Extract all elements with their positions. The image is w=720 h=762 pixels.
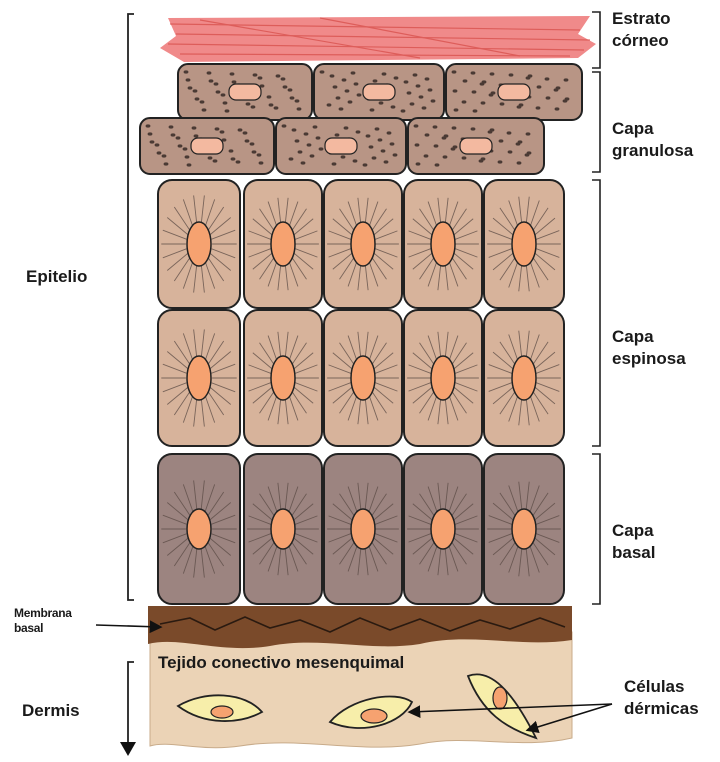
capa-basal-label-line2: basal (612, 542, 655, 564)
epitelio-bracket (128, 14, 134, 600)
granular-cell (276, 118, 406, 174)
estrato-corneo-label-line2: córneo (612, 30, 671, 52)
spinous-cell (158, 310, 240, 446)
capa-basal-label: Capa basal (612, 520, 655, 564)
spinous-cell (244, 310, 322, 446)
spinous-cell (484, 310, 564, 446)
basal-cell (158, 454, 240, 604)
capa-espinosa-label: Capa espinosa (612, 326, 686, 370)
estrato-corneo-label: Estrato córneo (612, 8, 671, 52)
membrana-basal-label-line1: Membrana (14, 606, 72, 621)
espinosa-bracket (592, 180, 600, 446)
basal-cell (484, 454, 564, 604)
basal-cell (244, 454, 322, 604)
corneo-bracket (592, 12, 600, 68)
capa-granulosa-label-line1: Capa (612, 118, 693, 140)
dermis-label: Dermis (22, 700, 80, 722)
capa-basal-label-line1: Capa (612, 520, 655, 542)
dermis-bracket (128, 662, 134, 748)
basal-cell (324, 454, 402, 604)
spinous-cell (484, 180, 564, 308)
granular-cell (178, 64, 312, 120)
stratum-granulosum (140, 64, 582, 174)
stratum-spinosum (158, 180, 564, 446)
capa-espinosa-label-line2: espinosa (612, 348, 686, 370)
epitelio-label-text: Epitelio (26, 267, 87, 286)
basal-bracket (592, 454, 600, 604)
granular-cell (140, 118, 274, 174)
granular-cell (446, 64, 582, 120)
stratum-corneum (160, 16, 596, 62)
dermis-label-text: Dermis (22, 701, 80, 720)
estrato-corneo-label-line1: Estrato (612, 8, 671, 30)
celulas-dermicas-label: Células dérmicas (624, 676, 699, 720)
granular-cell (314, 64, 444, 120)
capa-granulosa-label: Capa granulosa (612, 118, 693, 162)
granulosa-bracket (592, 72, 600, 172)
spinous-cell (324, 180, 402, 308)
stratum-basale (158, 454, 564, 604)
tejido-conectivo-label-text: Tejido conectivo mesenquimal (158, 653, 404, 672)
spinous-cell (404, 310, 482, 446)
membrana-basal-label: Membrana basal (14, 606, 72, 636)
celulas-dermicas-label-line2: dérmicas (624, 698, 699, 720)
epitelio-label: Epitelio (26, 266, 87, 288)
capa-granulosa-label-line2: granulosa (612, 140, 693, 162)
dermis-arrow-head (120, 742, 136, 756)
celulas-dermicas-label-line1: Células (624, 676, 699, 698)
spinous-cell (158, 180, 240, 308)
capa-espinosa-label-line1: Capa (612, 326, 686, 348)
tejido-conectivo-label: Tejido conectivo mesenquimal (158, 652, 404, 674)
spinous-cell (244, 180, 322, 308)
spinous-cell (404, 180, 482, 308)
spinous-cell (324, 310, 402, 446)
granular-cell (408, 118, 544, 174)
membrana-basal-label-line2: basal (14, 621, 72, 636)
basal-cell (404, 454, 482, 604)
